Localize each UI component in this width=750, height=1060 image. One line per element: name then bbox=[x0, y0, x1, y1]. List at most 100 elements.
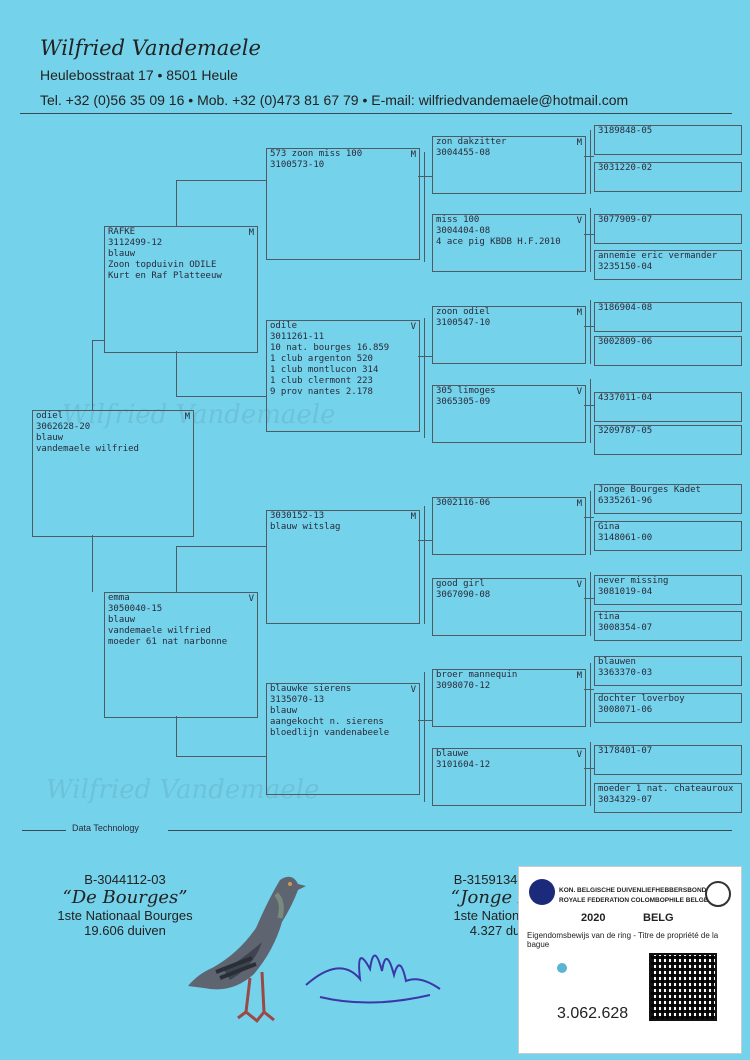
connector-line bbox=[424, 672, 425, 802]
ggg-parent-box: 3077909-07 bbox=[594, 214, 742, 244]
sire-box-line: Zoon topduivin ODILE bbox=[108, 260, 217, 270]
dam-sire-box-line: 3030152-13 bbox=[270, 511, 325, 521]
ggg-parent-box-line: dochter loverboy bbox=[598, 694, 685, 704]
dam-box-line: 3050040-15 bbox=[108, 604, 163, 614]
great-grandparent-box-line: broer mannequin bbox=[436, 670, 518, 680]
subject-box-line: odiel bbox=[36, 411, 64, 421]
sex-marker: M bbox=[410, 512, 416, 522]
connector-line bbox=[590, 379, 591, 443]
subject-box-line: blauw bbox=[36, 433, 64, 443]
ggg-parent-box-line: 3002809-06 bbox=[598, 337, 653, 347]
bird1-count: 19.606 duiven bbox=[84, 923, 166, 938]
dam-box-line: moeder 61 nat narbonne bbox=[108, 637, 228, 647]
qr-code-icon bbox=[649, 953, 717, 1021]
ggg-parent-box-line: 6335261-96 bbox=[598, 496, 653, 506]
watermark: Wilfried Vandemaele bbox=[62, 400, 336, 430]
sex-marker: M bbox=[576, 671, 582, 681]
great-grandparent-box-line: 3002116-06 bbox=[436, 498, 491, 508]
ring-ownership-card: KON. BELGISCHE DUIVENLIEFHEBBERSBOND ROY… bbox=[518, 866, 742, 1054]
connector-line bbox=[418, 176, 432, 177]
connector-line bbox=[584, 517, 594, 518]
bird2-title: 1ste Nationaal bbox=[453, 908, 537, 923]
connector-line bbox=[590, 491, 591, 555]
ggg-parent-box-line: never missing bbox=[598, 576, 669, 586]
ggg-parent-box-line: 3031220-02 bbox=[598, 163, 653, 173]
sex-marker: V bbox=[576, 580, 582, 590]
ggg-parent-box-line: 3363370-03 bbox=[598, 668, 653, 678]
great-grandparent-box-line: 3067090-08 bbox=[436, 590, 491, 600]
sex-marker: M bbox=[248, 228, 254, 238]
connector-line bbox=[92, 340, 93, 410]
sex-marker: V bbox=[576, 216, 582, 226]
great-grandparent-box-line: 305 limoges bbox=[436, 386, 496, 396]
connector-line bbox=[176, 351, 177, 396]
connector-line bbox=[590, 663, 591, 727]
ggg-parent-box: 3031220-02 bbox=[594, 162, 742, 192]
sire-dam-box-line: 1 club argenton 520 bbox=[270, 354, 373, 364]
card-caption: Eigendomsbewijs van de ring - Titre de p… bbox=[527, 931, 719, 949]
sex-marker: V bbox=[410, 322, 416, 332]
connector-line bbox=[418, 720, 432, 721]
owner-address: Heulebosstraat 17 • 8501 Heule bbox=[40, 67, 238, 83]
great-grandparent-box-line: 3101604-12 bbox=[436, 760, 491, 770]
great-grandparent-box-line: zoon odiel bbox=[436, 307, 491, 317]
connector-line bbox=[92, 535, 93, 592]
connector-line bbox=[176, 756, 266, 757]
connector-line bbox=[418, 540, 432, 541]
ggg-parent-box: 3178401-07 bbox=[594, 745, 742, 775]
kbdb-logo-icon bbox=[529, 879, 555, 905]
sex-marker: V bbox=[248, 594, 254, 604]
bird1-info: B-3044112-03 “De Bourges” 1ste Nationaal… bbox=[50, 872, 200, 938]
card-hole-icon bbox=[557, 963, 567, 973]
sex-marker: V bbox=[576, 750, 582, 760]
ggg-parent-box-line: 3008354-07 bbox=[598, 623, 653, 633]
owner-contact: Tel. +32 (0)56 35 09 16 • Mob. +32 (0)47… bbox=[40, 92, 629, 108]
dam-sire-box-line: blauw witslag bbox=[270, 522, 341, 532]
ggg-parent-box: 3209787-05 bbox=[594, 425, 742, 455]
connector-line bbox=[424, 506, 425, 624]
ggg-parent-box-line: Jonge Bourges Kadet bbox=[598, 485, 701, 495]
card-year: 2020 bbox=[581, 912, 606, 924]
great-grandparent-box-line: 3098070-12 bbox=[436, 681, 491, 691]
card-ring-number: 3.062.628 bbox=[557, 1005, 629, 1022]
connector-line bbox=[418, 356, 432, 357]
header-divider bbox=[20, 113, 732, 114]
sex-marker: M bbox=[576, 499, 582, 509]
sire-sire-box-line: 573 zoon miss 100 bbox=[270, 149, 363, 159]
dam-dam-box-line: blauwke sierens bbox=[270, 684, 352, 694]
ggg-parent-box-line: 3008071-06 bbox=[598, 705, 653, 715]
sex-marker: M bbox=[410, 150, 416, 160]
great-grandparent-box-line: 3065305-09 bbox=[436, 397, 491, 407]
ggg-parent-box-line: 4337011-04 bbox=[598, 393, 653, 403]
bird1-ring: B-3044112-03 bbox=[84, 872, 166, 887]
subject-box-line: 3062628-20 bbox=[36, 422, 91, 432]
ggg-parent-box-line: blauwen bbox=[598, 657, 636, 667]
sire-box-line: 3112499-12 bbox=[108, 238, 163, 248]
watermark: Wilfried Vandemaele bbox=[46, 775, 320, 805]
footer-divider bbox=[168, 830, 732, 831]
dam-dam-box-line: blauw bbox=[270, 706, 298, 716]
connector-line bbox=[92, 340, 104, 341]
pigeon-image bbox=[188, 876, 306, 1023]
sire-dam-box-line: 9 prov nantes 2.178 bbox=[270, 387, 373, 397]
sire-dam-box-line: 1 club clermont 223 bbox=[270, 376, 373, 386]
bird1-nickname: “De Bourges” bbox=[62, 887, 188, 908]
connector-line bbox=[176, 180, 177, 226]
ggg-parent-box-line: annemie eric vermander bbox=[598, 251, 718, 261]
sex-marker: V bbox=[576, 387, 582, 397]
ggg-parent-box-line: 3186904-08 bbox=[598, 303, 653, 313]
ggg-parent-box-line: 3209787-05 bbox=[598, 426, 653, 436]
